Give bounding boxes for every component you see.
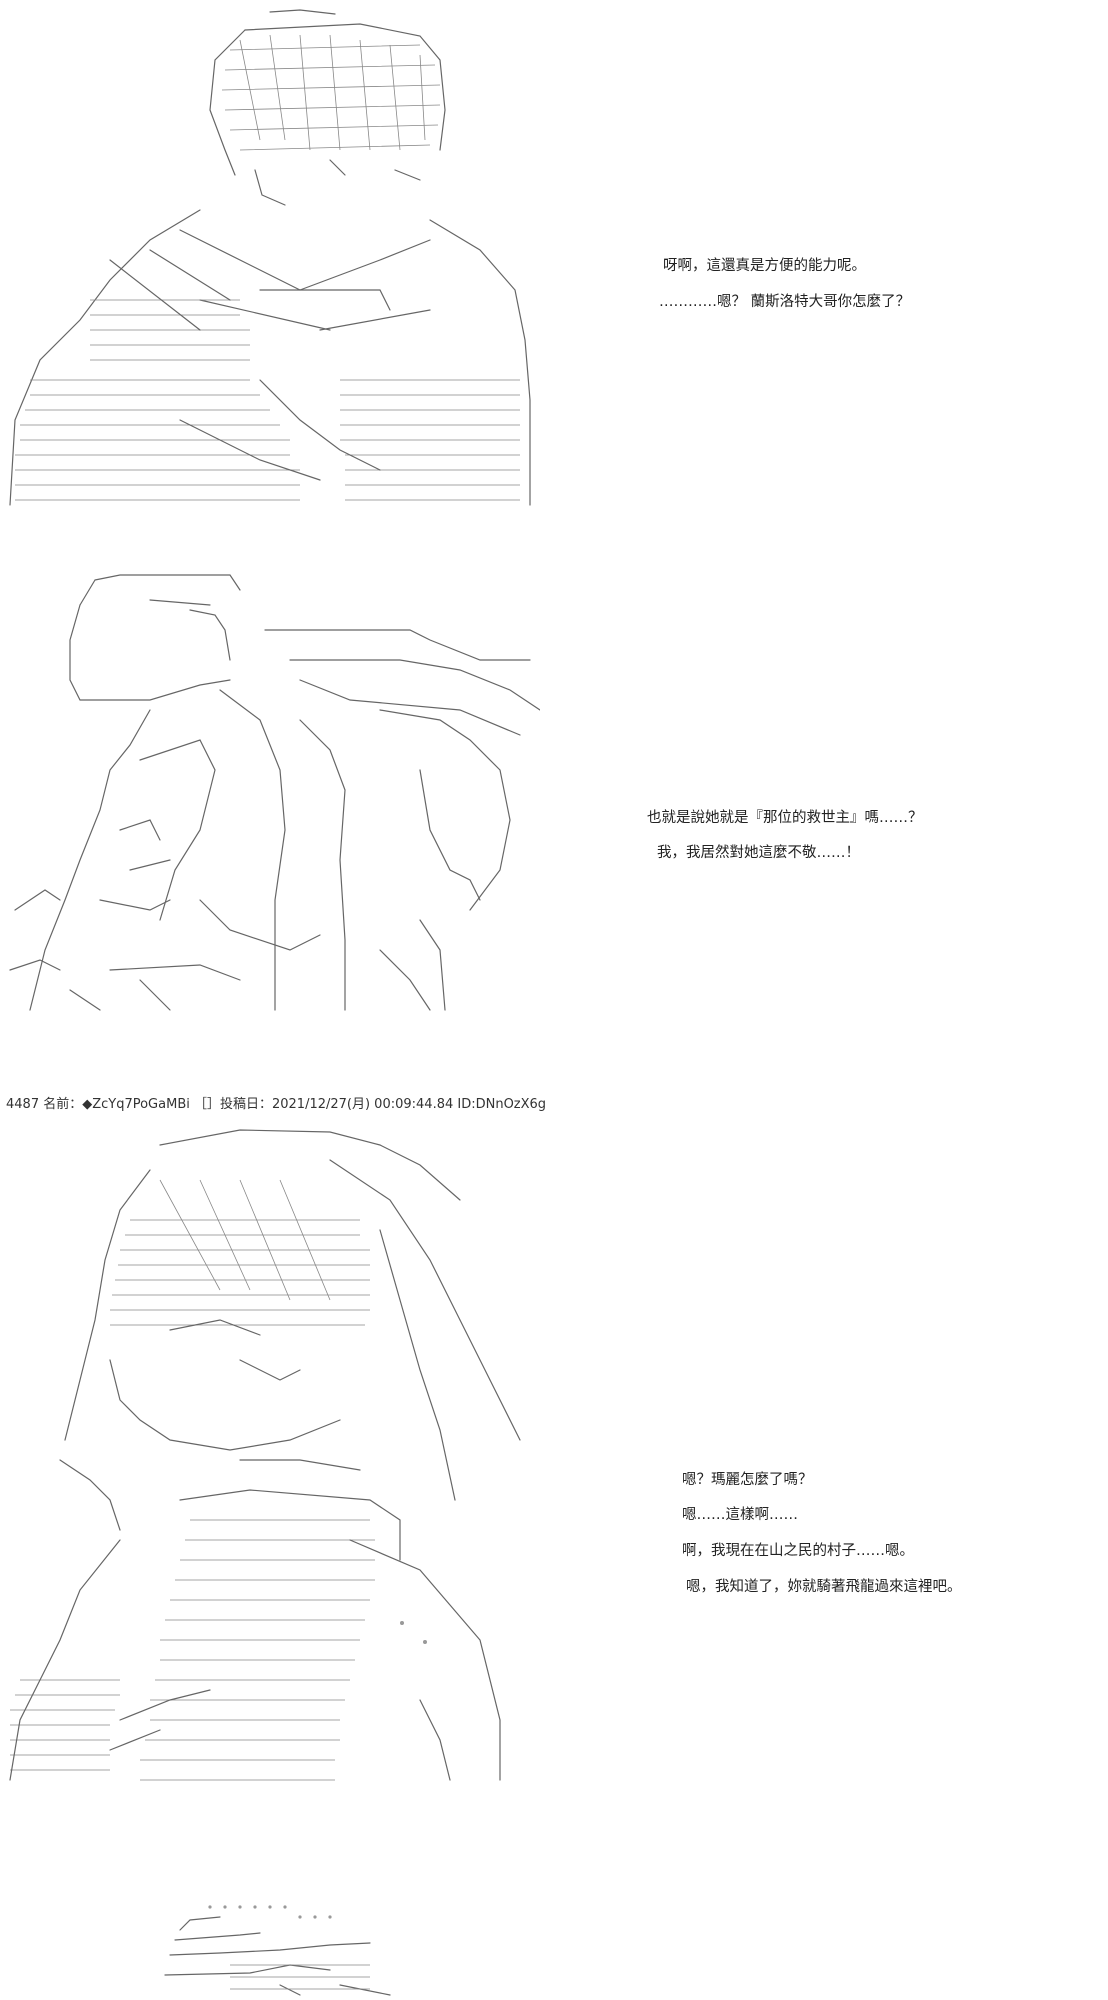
dialogue-line: 啊，我現在在山之民的村子……嗯。	[682, 1543, 914, 1559]
dialogue-line: …………嗯？ 蘭斯洛特大哥你怎麼了？	[659, 294, 911, 310]
ascii-art-partial-figure	[130, 1895, 430, 2000]
dialogue-line: 嗯？瑪麗怎麼了嗎？	[682, 1472, 813, 1488]
dialogue-line: 嗯，我知道了，妳就騎著飛龍過來這裡吧。	[686, 1579, 962, 1595]
dialogue-line: 呀啊，這還真是方便的能力呢。	[663, 258, 866, 274]
ascii-art-knight	[0, 570, 540, 1015]
dialogue-line: 嗯……這樣啊……	[682, 1507, 798, 1523]
dialogue-line: 也就是說她就是『那位的救世主』嗎……？	[647, 810, 923, 826]
ascii-art-young-man	[0, 0, 540, 515]
post-header: 4487 名前：◆ZcYq7PoGaMBi ［］投稿日：2021/12/27(月…	[6, 1097, 547, 1112]
dialogue-line: 我，我居然對她這麼不敬……！	[657, 845, 860, 861]
ascii-art-girl	[0, 1120, 560, 1860]
